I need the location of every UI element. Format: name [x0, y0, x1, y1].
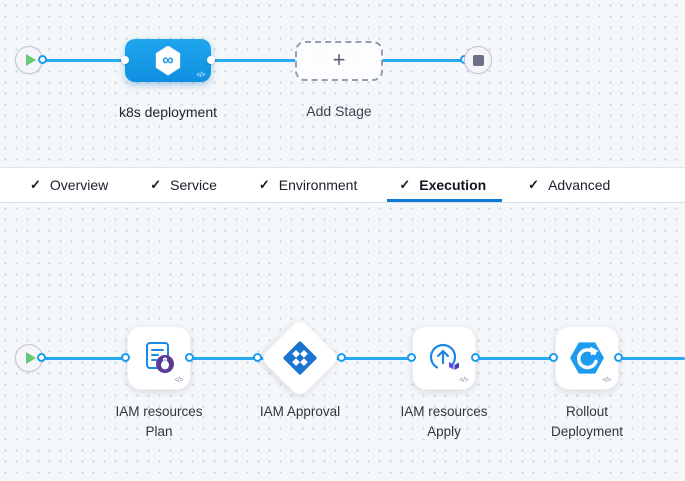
add-stage-label: Add Stage	[306, 103, 372, 119]
stage-config-tabs: ✓ Overview ✓ Service ✓ Environment ✓ Exe…	[0, 167, 685, 203]
plus-icon: +	[332, 47, 346, 72]
step-label: IAM Approval	[259, 404, 341, 419]
connector-line	[381, 59, 467, 62]
step-node-iam-resources-plan[interactable]: </>	[127, 326, 191, 390]
connector-line	[43, 59, 127, 62]
step-label: IAM resources Plan	[115, 404, 203, 439]
connector-dot	[37, 353, 46, 362]
terraform-plan-icon	[146, 342, 174, 373]
check-icon: ✓	[150, 177, 162, 192]
stage-pipeline-canvas: ∞ </> k8s deployment + Add Stage	[0, 0, 685, 167]
connector-dot	[38, 55, 47, 64]
connector-dot	[253, 353, 262, 362]
connector-dot	[407, 353, 416, 362]
pipeline-end-node	[464, 46, 492, 74]
connector-dot	[471, 353, 480, 362]
connector-dot	[337, 353, 346, 362]
connector-dot	[121, 56, 129, 64]
tab-environment[interactable]: ✓ Environment	[258, 177, 358, 193]
connector-dot	[121, 353, 130, 362]
tab-service[interactable]: ✓ Service	[150, 177, 217, 193]
step-node-iam-resources-apply[interactable]: </>	[412, 326, 476, 390]
play-icon	[25, 352, 36, 364]
check-icon: ✓	[399, 177, 411, 192]
step-label: IAM resources Apply	[400, 404, 488, 439]
connector-dot	[207, 56, 215, 64]
tab-advanced[interactable]: ✓ Advanced	[528, 177, 611, 193]
connector-dot	[185, 353, 194, 362]
yaml-code-icon: </>	[459, 377, 468, 384]
add-stage-button[interactable]: +	[295, 41, 383, 81]
yaml-code-icon: </>	[174, 377, 183, 384]
cd-stage-icon: ∞	[155, 45, 181, 76]
stage-label: k8s deployment	[118, 104, 218, 120]
yaml-code-icon: </>	[196, 72, 205, 79]
connector-dot	[614, 353, 623, 362]
connector-line	[209, 59, 297, 62]
tab-execution[interactable]: ✓ Execution	[387, 168, 502, 202]
step-node-rollout-deployment[interactable]: </>	[555, 326, 619, 390]
step-label: Rollout Deployment	[550, 404, 624, 439]
terraform-apply-icon	[429, 343, 459, 371]
check-icon: ✓	[528, 177, 540, 192]
check-icon: ✓	[258, 177, 270, 192]
execution-steps-canvas: </> IAM resources Plan IAM Approval </> …	[0, 203, 685, 481]
stage-node-k8s-deployment[interactable]: ∞ </>	[121, 39, 215, 82]
tab-overview[interactable]: ✓ Overview	[30, 177, 109, 193]
connector-dot	[549, 353, 558, 362]
step-node-iam-approval[interactable]	[258, 316, 342, 400]
connector-line	[42, 357, 685, 360]
play-icon	[25, 54, 36, 66]
check-icon: ✓	[30, 177, 41, 192]
k8s-rollout-icon	[570, 342, 604, 374]
yaml-code-icon: </>	[602, 377, 611, 384]
stop-icon	[472, 54, 484, 66]
